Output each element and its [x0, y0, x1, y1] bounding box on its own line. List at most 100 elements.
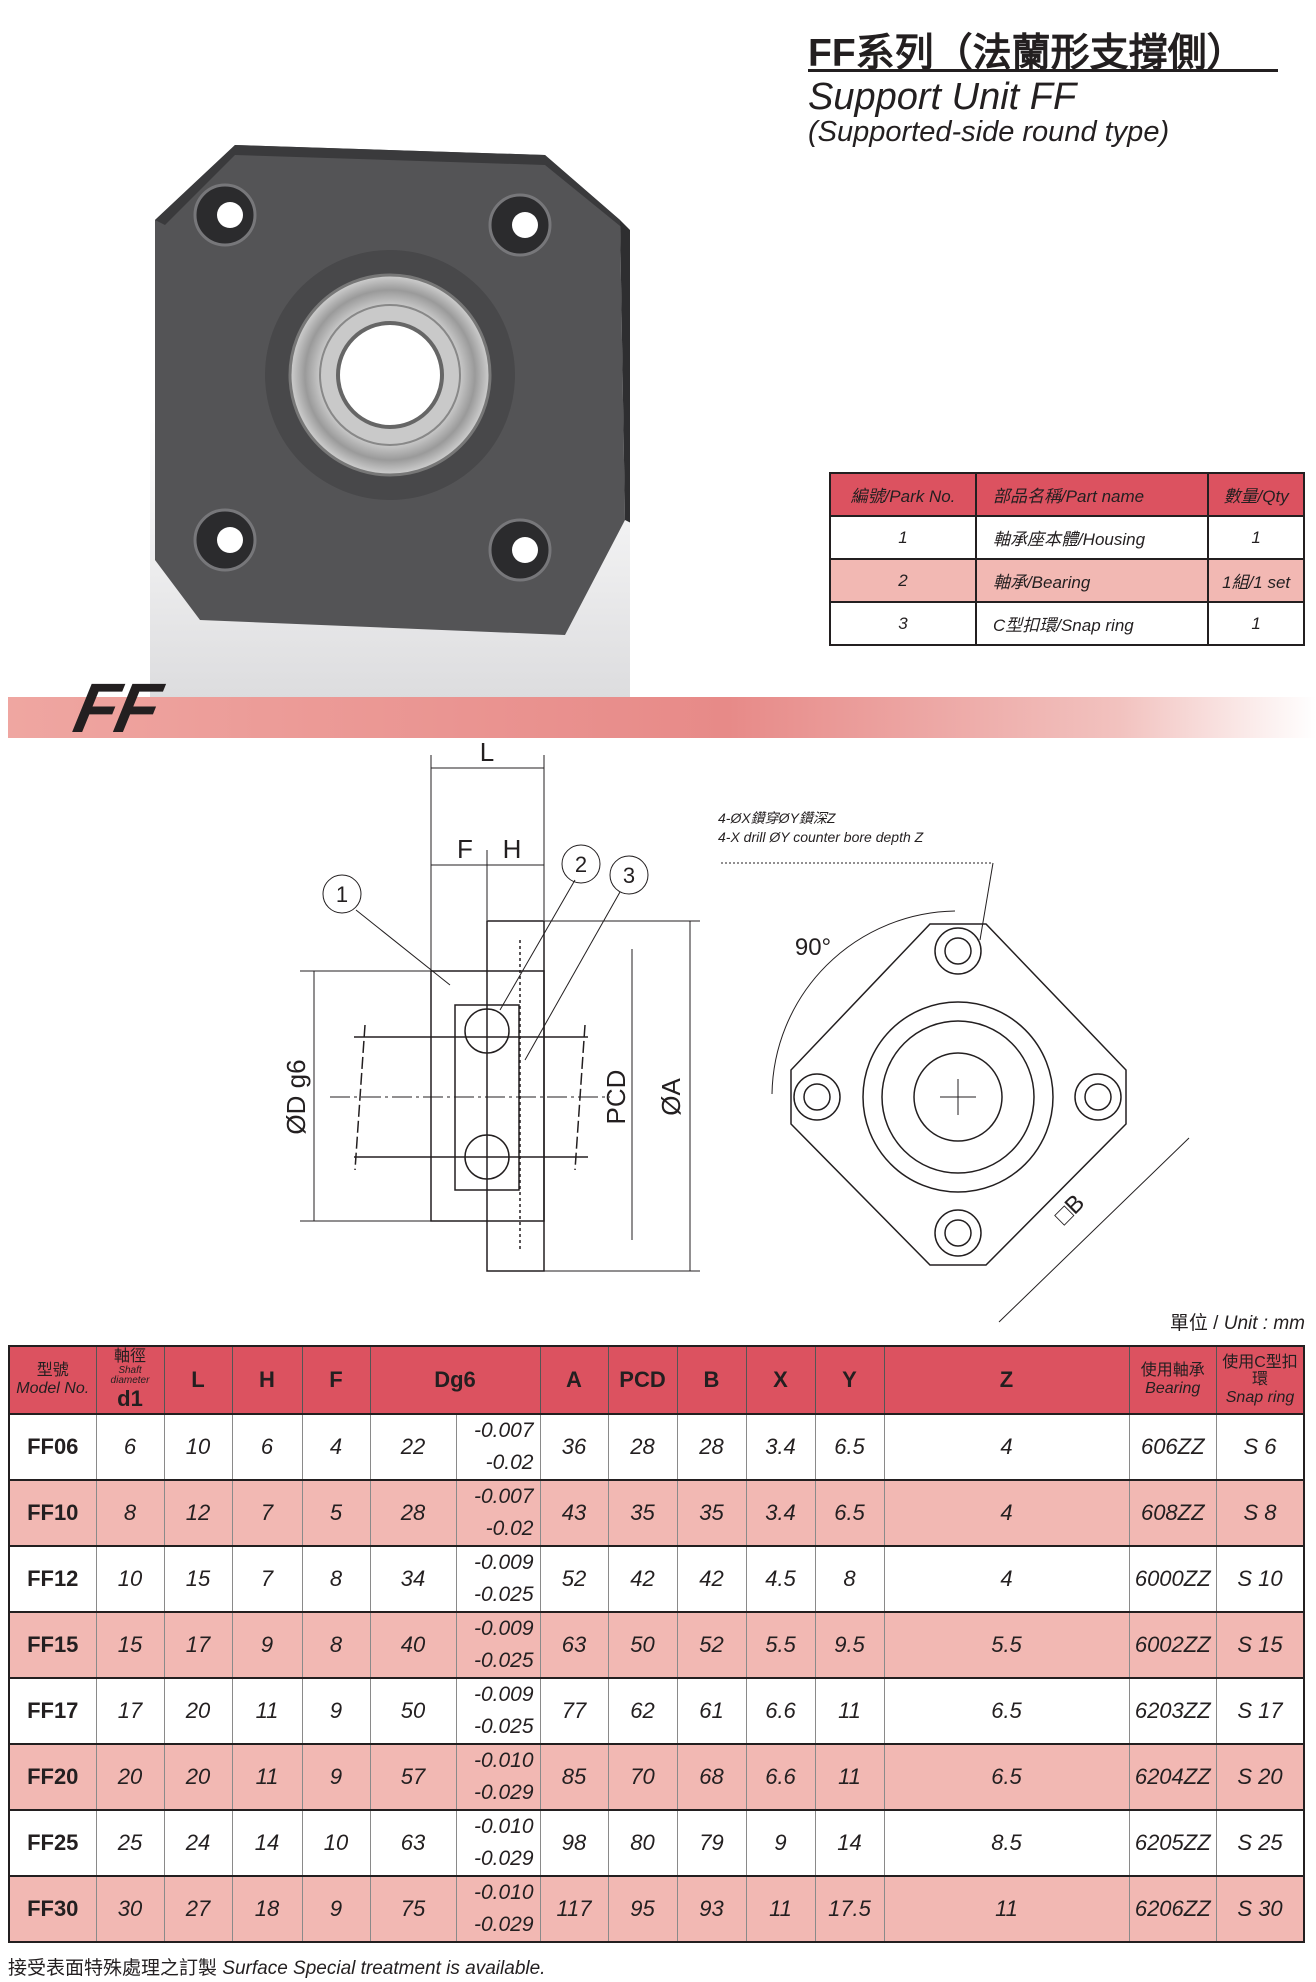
- tolerance-upper: -0.010: [473, 1749, 534, 1772]
- H-cell: 7: [231, 1545, 303, 1613]
- part-name: C型扣環/Snap ring: [974, 601, 1210, 646]
- dim-D-label: ØD g6: [281, 1059, 311, 1134]
- A-cell: 117: [539, 1875, 609, 1943]
- PCD-cell: 35: [607, 1479, 678, 1547]
- A-cell: 36: [539, 1413, 609, 1481]
- X-cell: 3.4: [745, 1413, 816, 1481]
- d1-cell: 30: [95, 1875, 165, 1943]
- D-cell: 40: [369, 1611, 457, 1679]
- X-cell: 4.5: [745, 1545, 816, 1613]
- Y-cell: 8: [814, 1545, 885, 1613]
- technical-drawing: L F H ØD g6 PCD ØA 1 2 3 90° □B 4-ØX鑽穿ØY…: [281, 737, 1190, 1323]
- tolerance-lower: -0.02: [485, 1517, 534, 1540]
- part-qty: 1: [1207, 515, 1305, 560]
- L-cell: 10: [163, 1413, 233, 1481]
- Z-cell: 4: [883, 1479, 1130, 1547]
- L-cell: 20: [163, 1677, 233, 1745]
- snap-cell: S 10: [1216, 1545, 1305, 1613]
- part-qty: 1: [1207, 601, 1305, 646]
- tolerance-lower: -0.025: [473, 1583, 534, 1606]
- PCD-cell: 42: [607, 1545, 678, 1613]
- model-cell: FF17: [8, 1677, 97, 1745]
- D-cell: 57: [369, 1743, 457, 1811]
- d1-cell: 8: [95, 1479, 165, 1547]
- header-H: H: [231, 1345, 303, 1415]
- D-cell: 28: [369, 1479, 457, 1547]
- A-cell: 43: [539, 1479, 609, 1547]
- B-cell: 35: [676, 1479, 747, 1547]
- L-cell: 20: [163, 1743, 233, 1811]
- part-qty: 1組/1 set: [1207, 558, 1305, 603]
- bearing-cell: 606ZZ: [1128, 1413, 1217, 1481]
- L-cell: 15: [163, 1545, 233, 1613]
- X-cell: 6.6: [745, 1677, 816, 1745]
- tolerance-cell: -0.009-0.025: [455, 1545, 541, 1613]
- page-title: FF系列（法蘭形支撐側）: [808, 32, 1246, 75]
- header-X: X: [745, 1345, 816, 1415]
- header-model-zh: 型號: [36, 1362, 69, 1380]
- bearing-cell: 6203ZZ: [1128, 1677, 1217, 1745]
- Y-cell: 9.5: [814, 1611, 885, 1679]
- tolerance-lower: -0.02: [485, 1451, 534, 1474]
- tolerance-cell: -0.010 -0.029: [455, 1875, 541, 1943]
- hole-note-en: 4-X drill ØY counter bore depth Z: [718, 829, 924, 845]
- snap-cell: S 15: [1216, 1611, 1305, 1679]
- header-d1-en2: diameter: [110, 1374, 150, 1386]
- callout-2: 2: [575, 852, 587, 877]
- unit-note: 單位 / Unit : mm: [1170, 1308, 1305, 1335]
- header-d1-symbol: d1: [117, 1385, 143, 1411]
- header-Z: Z: [883, 1345, 1130, 1415]
- tolerance-lower: -0.029: [473, 1847, 534, 1870]
- Z-cell: 5.5: [883, 1611, 1130, 1679]
- model-cell: FF10: [8, 1479, 97, 1547]
- tolerance-cell: -0.010-0.029: [455, 1743, 541, 1811]
- part-name: 軸承座本體/Housing: [974, 515, 1210, 560]
- snap-cell: S 8: [1216, 1479, 1305, 1547]
- Y-cell: 11: [814, 1743, 885, 1811]
- tolerance-lower: -0.029: [473, 1913, 534, 1936]
- B-cell: 28: [676, 1413, 747, 1481]
- d1-cell: 17: [95, 1677, 165, 1745]
- angle-label: 90°: [795, 934, 831, 961]
- model-cell: FF06: [8, 1413, 97, 1481]
- parts-header-name: 部品名稱/Part name: [974, 472, 1210, 517]
- header-model-en: Model No.: [16, 1380, 90, 1397]
- H-cell: 7: [231, 1479, 303, 1547]
- callout-3: 3: [623, 863, 635, 888]
- X-cell: 5.5: [745, 1611, 816, 1679]
- model-cell: FF20: [8, 1743, 97, 1811]
- header-d1-zh: 軸徑: [113, 1348, 146, 1366]
- B-cell: 61: [676, 1677, 747, 1745]
- PCD-cell: 62: [607, 1677, 678, 1745]
- F-cell: 9: [301, 1743, 371, 1811]
- parts-row: 3 C型扣環/Snap ring 1: [829, 601, 1305, 646]
- d1-cell: 25: [95, 1809, 165, 1877]
- title-divider: [808, 69, 1278, 72]
- tolerance-upper: -0.007: [473, 1419, 534, 1442]
- header-Y: Y: [814, 1345, 885, 1415]
- model-cell: FF15: [8, 1611, 97, 1679]
- A-cell: 98: [539, 1809, 609, 1877]
- model-cell: FF25: [8, 1809, 97, 1877]
- tolerance-upper: -0.010: [473, 1881, 534, 1904]
- D-cell: 50: [369, 1677, 457, 1745]
- tolerance-cell: -0.010-0.029: [455, 1809, 541, 1877]
- tolerance-upper: -0.009: [473, 1683, 534, 1706]
- tolerance-lower: -0.025: [473, 1649, 534, 1672]
- side-view: [330, 920, 610, 1272]
- snap-cell: S 20: [1216, 1743, 1305, 1811]
- B-cell: 42: [676, 1545, 747, 1613]
- F-cell: 8: [301, 1545, 371, 1613]
- header-bearing-en: Bearing: [1145, 1380, 1201, 1397]
- dim-F-label: F: [457, 834, 473, 864]
- d1-cell: 20: [95, 1743, 165, 1811]
